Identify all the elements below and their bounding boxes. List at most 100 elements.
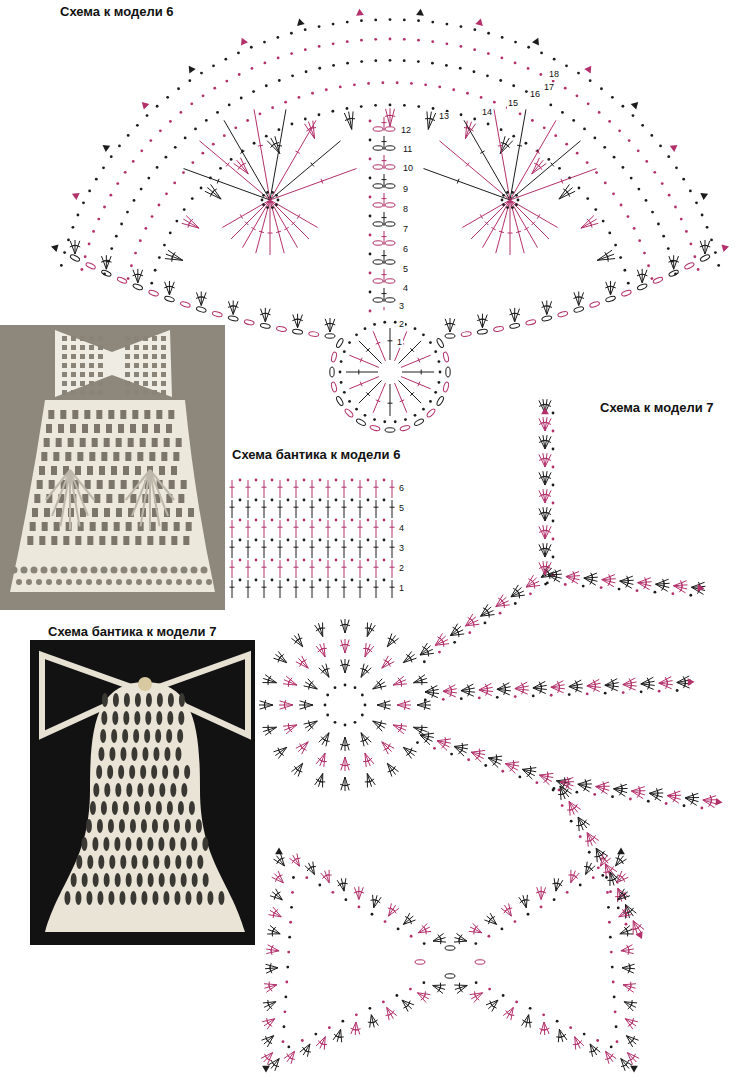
chain-dot <box>120 223 123 226</box>
chain-dot <box>369 120 372 123</box>
lace-hole <box>185 819 191 833</box>
chain-dot <box>139 239 142 242</box>
chain-dot <box>403 38 406 41</box>
stitch-symbol <box>270 200 298 248</box>
chain-dot <box>82 201 85 204</box>
chain-oval <box>385 222 395 226</box>
lace-hole <box>71 363 76 368</box>
stitch-symbol <box>300 701 313 705</box>
stitch-symbol <box>316 753 325 764</box>
stitch-bar <box>358 567 363 568</box>
stitch-symbol <box>638 583 650 590</box>
stitch-bar <box>535 151 539 154</box>
chain-dot <box>335 479 338 482</box>
chain-dot <box>124 171 127 174</box>
chain-oval <box>373 260 383 264</box>
lace-hole <box>141 819 147 833</box>
stitch-bar <box>298 319 303 321</box>
chain-oval <box>244 319 255 326</box>
chain-oval <box>385 241 395 245</box>
chain-dot <box>434 350 437 353</box>
stitch-bar <box>630 686 632 691</box>
stitch-symbol <box>700 241 705 254</box>
lace-hole <box>98 381 103 386</box>
stitch-symbol <box>184 169 270 200</box>
chain-dot <box>351 499 354 502</box>
chain-dot <box>369 291 372 294</box>
stitch-symbol <box>367 773 371 786</box>
lace-hole <box>96 410 102 419</box>
chain-dot <box>540 52 543 55</box>
stitch-symbol <box>559 191 575 199</box>
lace-hole <box>170 873 176 887</box>
stitch-symbol <box>543 435 545 449</box>
lace-hole <box>71 336 76 341</box>
stitch-symbol <box>345 620 349 633</box>
lace-hole <box>173 765 179 779</box>
stitch-bar <box>388 340 393 341</box>
chain-dot <box>132 160 135 163</box>
chain-dot <box>173 182 176 185</box>
stitch-bar <box>374 587 379 588</box>
stitch-symbol <box>482 315 487 328</box>
chain-dot <box>487 123 490 126</box>
chain-dot <box>351 519 354 522</box>
chain-dot <box>586 692 589 695</box>
lace-hole <box>168 693 174 707</box>
lace-hole <box>101 452 107 461</box>
lace-hole <box>134 801 140 815</box>
lace-hole <box>181 567 188 574</box>
stitch-symbol <box>248 540 249 558</box>
lace-hole <box>51 536 57 545</box>
chain-dot <box>367 579 370 582</box>
stitch-bar <box>304 700 305 705</box>
stitch-bar <box>358 547 363 548</box>
stitch-symbol <box>270 200 318 228</box>
chain-dot <box>514 62 517 65</box>
stitch-symbol <box>387 763 392 776</box>
chain-dot <box>361 694 364 697</box>
stitch-symbol <box>264 480 265 498</box>
chain-dot <box>351 579 354 582</box>
chain-dot <box>552 538 555 541</box>
chain-dot <box>110 155 113 158</box>
chain-dot <box>109 194 112 197</box>
lace-hole <box>134 336 139 341</box>
chain-dot <box>650 277 653 280</box>
lace-hole <box>192 873 198 887</box>
lace-hole <box>140 765 146 779</box>
lace-hole <box>163 819 169 833</box>
lace-hole <box>82 873 88 887</box>
stitch-symbol <box>344 500 345 518</box>
chain-dot <box>514 695 517 698</box>
chain-dot <box>332 23 335 26</box>
lace-hole <box>51 567 58 574</box>
lace-hole <box>121 567 128 574</box>
stitch-symbol <box>387 638 398 646</box>
chain-dot <box>473 48 476 51</box>
chain-dot <box>611 96 614 99</box>
chain-dot <box>324 704 327 707</box>
stitch-symbol <box>395 383 407 413</box>
stitch-bar <box>321 737 324 741</box>
stitch-symbol <box>638 578 651 583</box>
lace-hole <box>123 536 129 545</box>
stitch-symbol <box>264 580 265 598</box>
chain-dot <box>500 128 503 131</box>
stitch-bar <box>382 179 387 180</box>
chain-dot <box>539 73 542 76</box>
stitch-symbol <box>392 480 393 498</box>
chain-dot <box>265 135 268 138</box>
end-marker <box>584 66 591 74</box>
chain-dot <box>367 82 370 85</box>
stitch-symbol <box>280 480 281 498</box>
lace-hole <box>80 345 85 350</box>
stitch-symbol <box>424 169 510 200</box>
stitch-symbol <box>481 615 495 617</box>
chain-dot <box>374 59 377 62</box>
stitch-symbol <box>365 753 366 767</box>
pineapple-fan <box>60 470 70 526</box>
stitch-bar <box>241 163 246 165</box>
stitch-bar <box>410 348 414 352</box>
end-marker <box>142 102 150 110</box>
